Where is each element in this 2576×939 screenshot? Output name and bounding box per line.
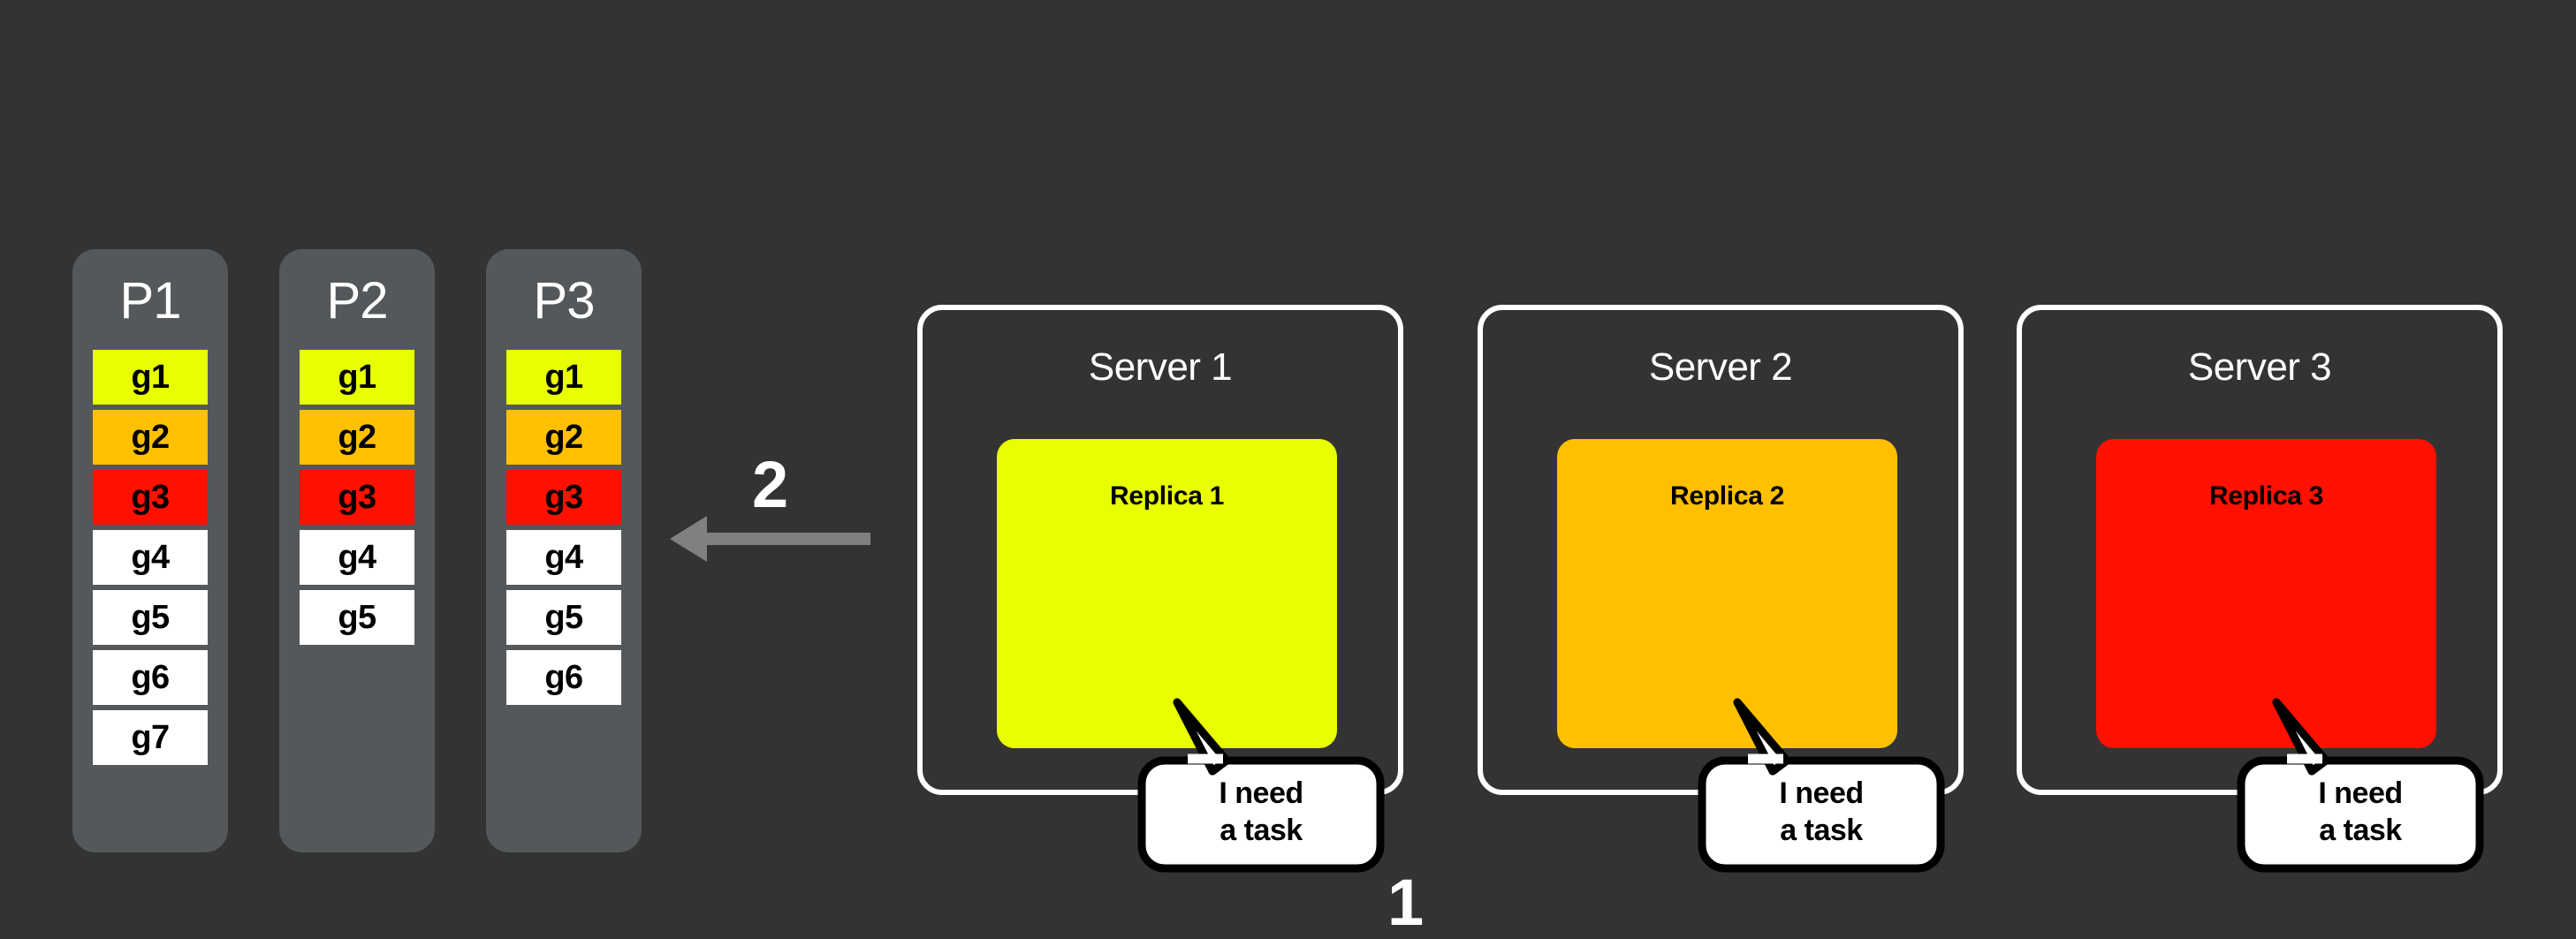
task-slot[interactable]: g6 <box>506 650 621 705</box>
task-slot[interactable]: g5 <box>506 590 621 645</box>
task-slot[interactable]: g3 <box>93 470 208 525</box>
partition-slots-p2: g1 g2 g3 g4 g5 <box>300 350 414 645</box>
partition-queue-p1: P1 g1 g2 g3 g4 g5 g6 g7 <box>72 249 228 852</box>
task-slot[interactable]: g1 <box>300 350 414 405</box>
speech-bubble-shape-icon <box>2237 698 2484 873</box>
step-1-label: 1 <box>1387 866 1425 939</box>
speech-bubble-text-1: I need a task <box>1142 755 1380 868</box>
speech-bubble-text-3: I need a task <box>2241 755 2480 868</box>
replica-label-1: Replica 1 <box>1109 481 1225 511</box>
bubble-line-1: I need <box>2318 776 2403 810</box>
task-slot[interactable]: g6 <box>93 650 208 705</box>
replica-label-2: Replica 2 <box>1669 481 1785 511</box>
partition-queue-p3: P3 g1 g2 g3 g4 g5 g6 <box>486 249 642 852</box>
task-slot[interactable]: g1 <box>93 350 208 405</box>
task-slot[interactable]: g2 <box>93 410 208 465</box>
task-slot[interactable]: g5 <box>300 590 414 645</box>
replica-box-3[interactable]: Replica 3 <box>2096 439 2436 748</box>
task-slot[interactable]: g2 <box>506 410 621 465</box>
assign-arrow-head-icon <box>670 516 707 562</box>
speech-bubble-2: I need a task <box>1698 698 1945 873</box>
server-box-3: Server 3 Replica 3 <box>2017 305 2503 795</box>
server-title-3: Server 3 <box>2187 345 2332 389</box>
task-slot[interactable]: g1 <box>506 350 621 405</box>
task-slot[interactable]: g3 <box>506 470 621 525</box>
task-slot[interactable]: g4 <box>300 530 414 585</box>
partition-title-p2: P2 <box>326 272 389 329</box>
speech-bubble-1: I need a task <box>1137 698 1385 873</box>
replica-box-2[interactable]: Replica 2 <box>1557 439 1897 748</box>
assign-arrow-line <box>707 533 870 545</box>
partition-slots-p3: g1 g2 g3 g4 g5 g6 <box>506 350 621 705</box>
task-slot[interactable]: g3 <box>300 470 414 525</box>
partition-slots-p1: g1 g2 g3 g4 g5 g6 g7 <box>93 350 208 765</box>
replica-box-1[interactable]: Replica 1 <box>997 439 1337 748</box>
task-slot[interactable]: g7 <box>93 710 208 765</box>
task-slot[interactable]: g4 <box>506 530 621 585</box>
bubble-line-1: I need <box>1219 776 1303 810</box>
speech-bubble-shape-icon <box>1137 698 1385 873</box>
partition-title-p1: P1 <box>119 272 182 329</box>
replica-label-3: Replica 3 <box>2208 481 2324 511</box>
bubble-line-2: a task <box>1220 814 1303 847</box>
server-title-1: Server 1 <box>1088 345 1233 389</box>
task-slot[interactable]: g5 <box>93 590 208 645</box>
step-2-label: 2 <box>752 448 789 521</box>
partition-title-p3: P3 <box>533 272 596 329</box>
bubble-line-2: a task <box>2319 814 2402 847</box>
server-box-1: Server 1 Replica 1 <box>917 305 1403 795</box>
bubble-line-1: I need <box>1779 776 1864 810</box>
task-slot[interactable]: g4 <box>93 530 208 585</box>
speech-bubble-3: I need a task <box>2237 698 2484 873</box>
server-box-2: Server 2 Replica 2 <box>1478 305 1964 795</box>
speech-bubble-text-2: I need a task <box>1702 755 1941 868</box>
partition-queue-p2: P2 g1 g2 g3 g4 g5 <box>279 249 435 852</box>
server-title-2: Server 2 <box>1648 345 1793 389</box>
speech-bubble-shape-icon <box>1698 698 1945 873</box>
task-slot[interactable]: g2 <box>300 410 414 465</box>
bubble-line-2: a task <box>1780 814 1863 847</box>
